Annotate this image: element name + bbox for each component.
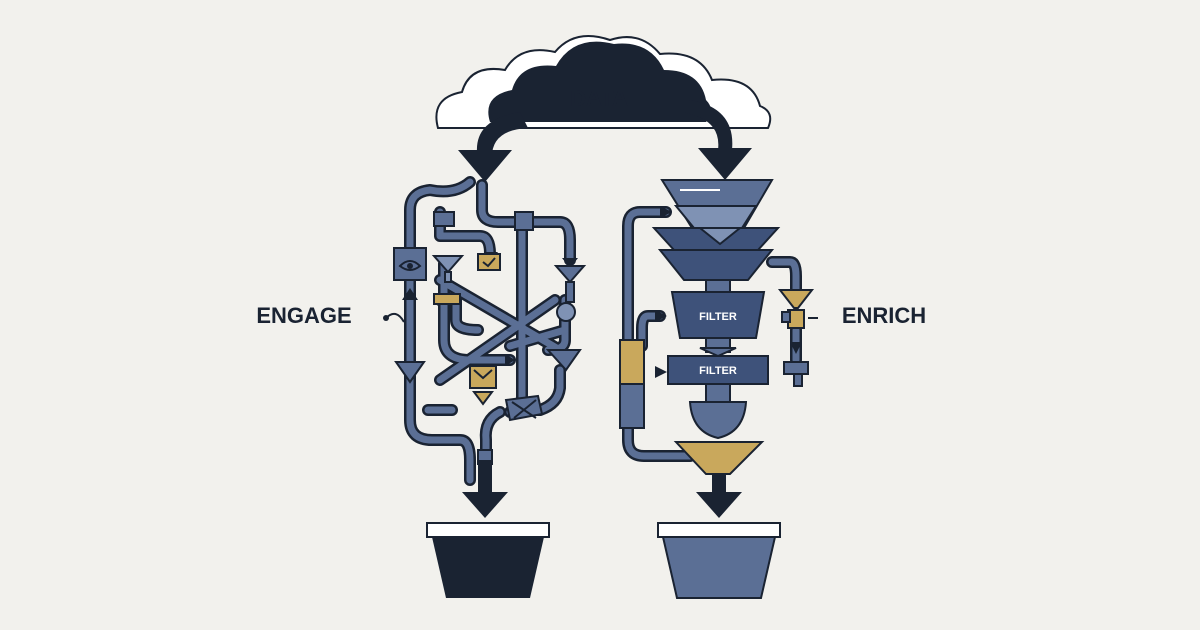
- engage-output-arrow: [462, 492, 508, 518]
- check-box: [477, 253, 501, 271]
- cloud-split-arrows: [458, 100, 752, 182]
- up-arrow: [402, 288, 418, 300]
- engage-bucket-rim: [426, 522, 550, 538]
- engage-output: [426, 460, 550, 598]
- filter-2-label: FILTER: [699, 365, 737, 377]
- engage-pointer: [383, 312, 405, 323]
- engage-bucket: [432, 537, 544, 598]
- enrich-bowl: [688, 401, 748, 440]
- funnel-left-2: [394, 361, 426, 384]
- valve-bottom: [504, 394, 544, 422]
- funnel-right-2: [545, 349, 582, 372]
- engage-label: ENGAGE: [256, 303, 351, 328]
- enrich-output: [657, 474, 781, 599]
- funnel-right-1: [553, 265, 587, 284]
- filter-1: [670, 291, 766, 339]
- enrich-funnel-3: [657, 249, 775, 281]
- enrich-funnel-stack: [651, 179, 781, 475]
- small-box-top: [433, 211, 455, 227]
- filter-1-label: FILTER: [699, 311, 737, 323]
- data-label: DATA: [570, 86, 628, 111]
- gauge: [556, 302, 576, 322]
- engage-components: [393, 211, 587, 465]
- left-main-arrowhead: [458, 150, 512, 182]
- enrich-side-components: [777, 289, 815, 387]
- valve-top: [514, 211, 534, 231]
- enrich-output-arrow: [696, 492, 742, 518]
- right-main-arrowhead: [698, 148, 752, 180]
- enrich-side-column: [619, 339, 645, 429]
- enrich-label: ENRICH: [842, 303, 926, 328]
- funnel-left-1: [431, 255, 465, 274]
- enrich-side-pipes: [622, 206, 802, 462]
- enrich-gold-funnel: [673, 441, 765, 475]
- gold-bar: [433, 293, 461, 305]
- enrich-bucket: [661, 536, 777, 599]
- side-gold-funnel: [777, 289, 815, 309]
- enrich-bucket-rim: [657, 522, 781, 538]
- engage-pipe-network: [404, 176, 576, 486]
- filter-2: [667, 355, 769, 385]
